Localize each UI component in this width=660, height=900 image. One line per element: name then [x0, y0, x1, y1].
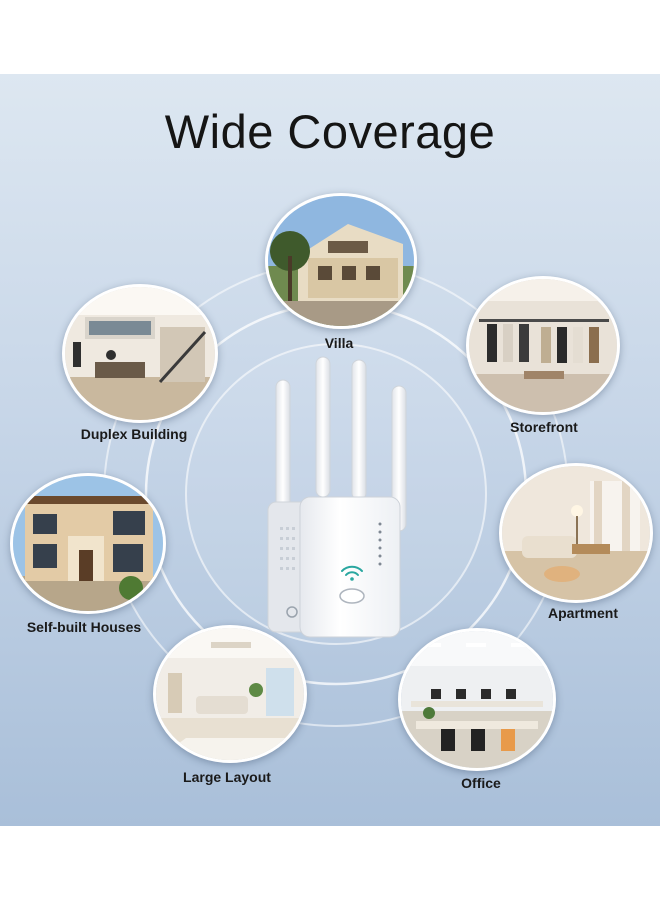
self-built-houses-image	[10, 473, 166, 614]
large-layout-image	[153, 625, 307, 763]
scenario-label-villa: Villa	[324, 335, 354, 351]
page-title: Wide Coverage	[164, 105, 496, 158]
duplex-building-image	[62, 284, 218, 423]
scenario-label-office: Office	[461, 775, 501, 791]
scenario-label-duplex-building: Duplex Building	[80, 426, 188, 442]
apartment-image	[499, 463, 653, 603]
scenario-label-large-layout: Large Layout	[183, 769, 271, 785]
storefront-image	[466, 276, 620, 415]
office-image	[398, 628, 556, 771]
villa-image	[265, 193, 417, 329]
scenario-label-apartment: Apartment	[547, 605, 619, 621]
scenario-label-self-built-houses: Self-built Houses	[26, 619, 142, 635]
wifi-repeater-device	[267, 356, 407, 638]
scenario-label-storefront: Storefront	[510, 419, 578, 435]
